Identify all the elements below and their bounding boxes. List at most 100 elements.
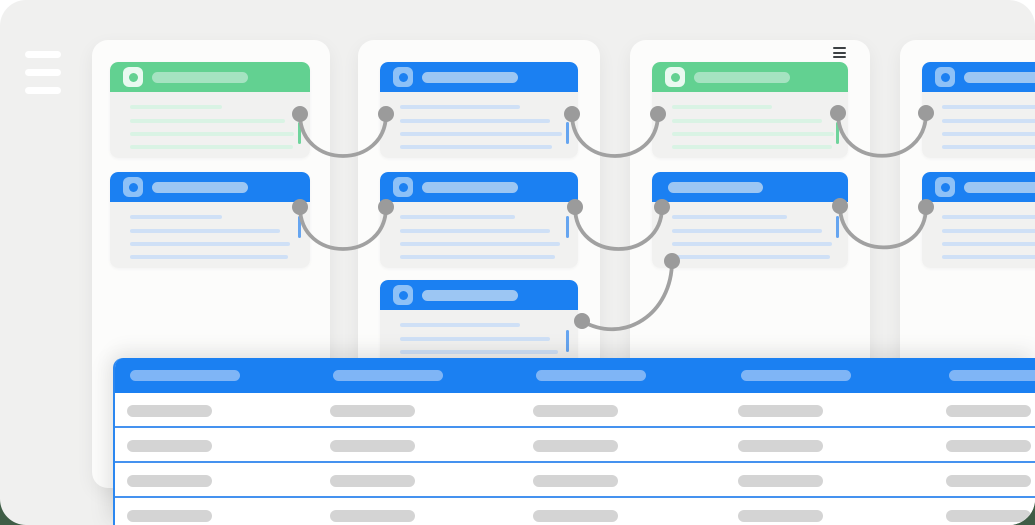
text-line-placeholder (400, 229, 550, 233)
workflow-card-d[interactable] (380, 172, 578, 268)
workflow-card-c[interactable] (380, 62, 578, 158)
card-icon-dot (398, 290, 408, 300)
card-type-icon (393, 67, 413, 87)
card-type-icon (935, 67, 955, 87)
text-line-placeholder (400, 215, 515, 219)
cell-value-placeholder (738, 474, 823, 487)
text-line-placeholder (130, 255, 288, 259)
cell-value-placeholder (533, 439, 618, 452)
card-type-icon (665, 67, 685, 87)
connection-anchor-dash (565, 216, 569, 238)
hamburger-bar (25, 51, 61, 58)
text-line-placeholder (672, 145, 832, 149)
text-line-placeholder (130, 132, 294, 136)
table-row-4[interactable] (115, 498, 1035, 525)
column-header-placeholder-4 (741, 370, 851, 381)
text-line-placeholder (400, 242, 560, 246)
cell-value-placeholder (127, 404, 212, 417)
text-line-placeholder (942, 145, 1035, 149)
text-line-placeholder (672, 105, 772, 109)
app-menu-hamburger-icon[interactable] (25, 51, 61, 94)
card-title-placeholder (422, 181, 518, 193)
text-line-placeholder (130, 105, 222, 109)
card-type-icon (393, 177, 413, 197)
text-line-placeholder (942, 255, 1035, 259)
text-line-placeholder (400, 350, 558, 354)
card-type-icon (123, 67, 143, 87)
text-line-placeholder (672, 132, 834, 136)
card-icon-dot (670, 72, 680, 82)
card-body (380, 202, 578, 268)
card-title-placeholder (152, 71, 248, 83)
text-line-placeholder (130, 242, 290, 246)
cell-value-placeholder (533, 474, 618, 487)
cell-value-placeholder (330, 404, 415, 417)
text-line-placeholder (130, 229, 280, 233)
text-line-placeholder (942, 242, 1035, 246)
column-menu-bar (833, 51, 846, 54)
workflow-card-g[interactable] (652, 172, 848, 268)
card-title-placeholder (964, 71, 1035, 83)
card-body (380, 92, 578, 158)
cell-value-placeholder (738, 404, 823, 417)
card-header (380, 172, 578, 202)
connection-anchor-dash (565, 330, 569, 352)
card-header (380, 280, 578, 310)
text-line-placeholder (400, 323, 520, 327)
cell-value-placeholder (738, 439, 823, 452)
column-header-placeholder-3 (536, 370, 646, 381)
text-line-placeholder (672, 255, 830, 259)
text-line-placeholder (400, 255, 555, 259)
workflow-card-b[interactable] (110, 172, 310, 268)
card-icon-dot (940, 182, 950, 192)
card-body (110, 202, 310, 268)
text-line-placeholder (942, 105, 1035, 109)
connection-anchor-dash (835, 216, 839, 238)
text-line-placeholder (942, 132, 1035, 136)
card-body (652, 92, 848, 158)
card-icon-dot (128, 182, 138, 192)
workflow-card-h[interactable] (922, 62, 1035, 158)
cell-value-placeholder (946, 439, 1031, 452)
card-body (652, 202, 848, 268)
column-header-placeholder-2 (333, 370, 443, 381)
cell-value-placeholder (946, 404, 1031, 417)
card-body (110, 92, 310, 158)
text-line-placeholder (942, 229, 1035, 233)
card-header (110, 172, 310, 202)
card-title-placeholder (152, 181, 248, 193)
text-line-placeholder (942, 119, 1035, 123)
card-icon-dot (398, 72, 408, 82)
table-row-1[interactable] (115, 393, 1035, 428)
card-title-placeholder (422, 71, 518, 83)
card-body (922, 92, 1035, 158)
column-header-placeholder-1 (130, 370, 240, 381)
card-icon-dot (398, 182, 408, 192)
cell-value-placeholder (946, 509, 1031, 522)
cell-value-placeholder (330, 439, 415, 452)
card-title-placeholder (964, 181, 1035, 193)
card-title-placeholder (694, 71, 790, 83)
card-type-icon (393, 285, 413, 305)
connection-anchor-dash (835, 122, 839, 144)
text-line-placeholder (672, 119, 822, 123)
table-row-2[interactable] (115, 428, 1035, 463)
card-type-icon (123, 177, 143, 197)
column-menu-icon[interactable] (831, 45, 848, 60)
column-menu-bar (833, 47, 846, 49)
cell-value-placeholder (127, 439, 212, 452)
cell-value-placeholder (330, 474, 415, 487)
cell-value-placeholder (127, 509, 212, 522)
card-body (922, 202, 1035, 268)
data-table (113, 358, 1035, 525)
cell-value-placeholder (127, 474, 212, 487)
workflow-card-i[interactable] (922, 172, 1035, 268)
table-row-3[interactable] (115, 463, 1035, 498)
text-line-placeholder (400, 132, 562, 136)
text-line-placeholder (672, 229, 822, 233)
text-line-placeholder (672, 242, 832, 246)
workflow-card-a[interactable] (110, 62, 310, 158)
workflow-card-f[interactable] (652, 62, 848, 158)
cell-value-placeholder (533, 509, 618, 522)
text-line-placeholder (400, 105, 520, 109)
